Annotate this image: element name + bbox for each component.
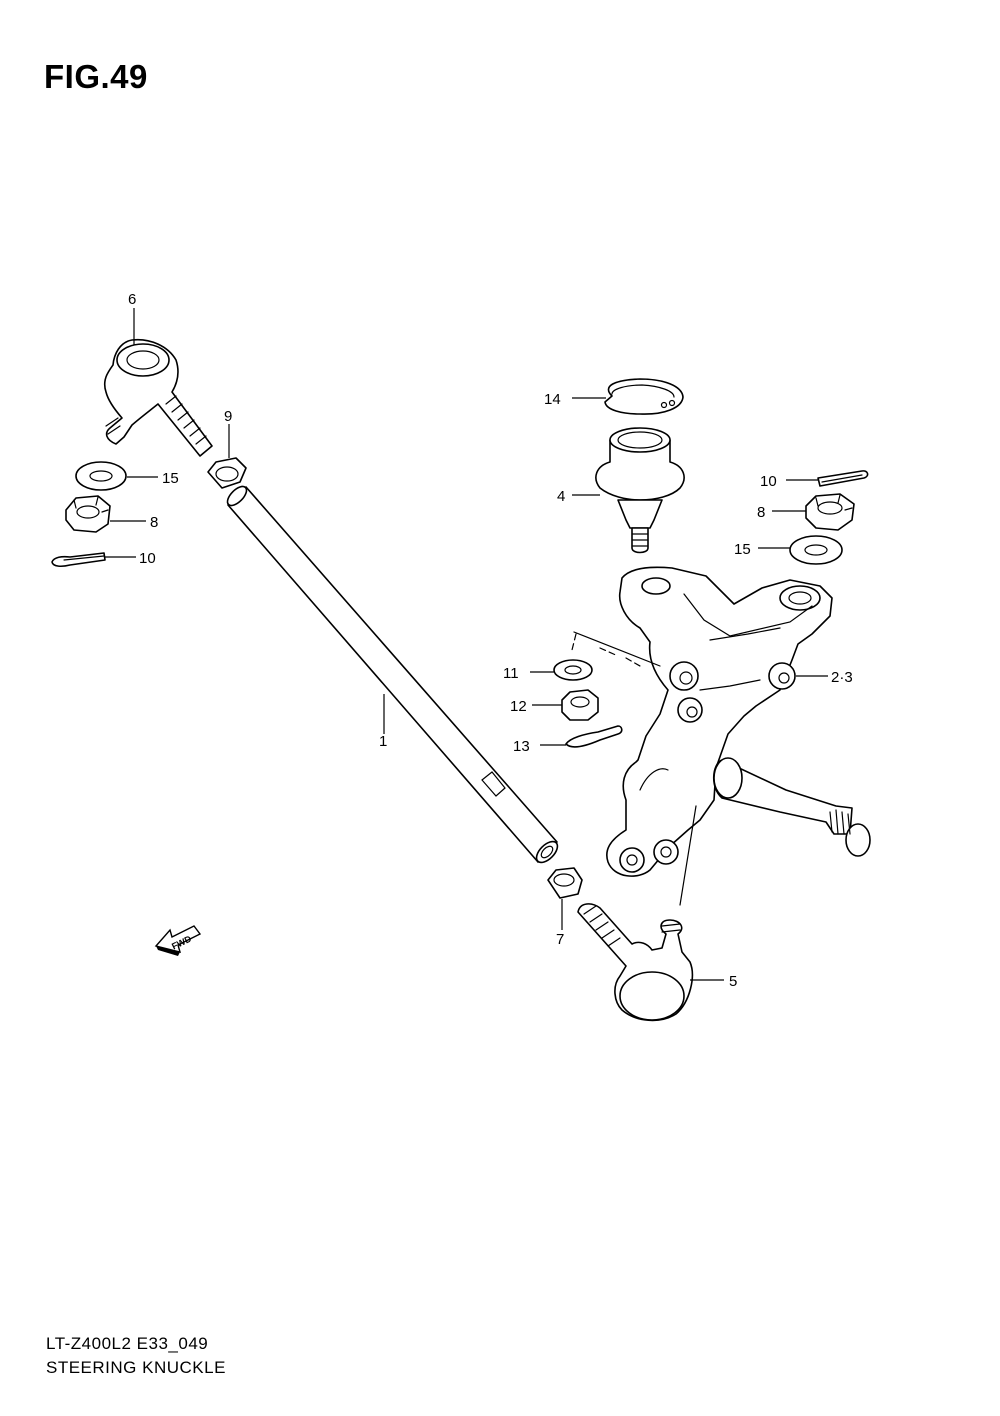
- figure-code: LT-Z400L2 E33_049: [46, 1334, 209, 1353]
- leader-lines: [105, 308, 828, 981]
- figure-name: STEERING KNUCKLE: [46, 1358, 226, 1377]
- washer-small: [553, 659, 593, 681]
- tie-rod: [226, 485, 559, 864]
- callout-5: 5: [729, 973, 737, 990]
- callout-12: 12: [510, 698, 527, 715]
- callout-9: 9: [224, 408, 232, 425]
- castle-nut-left: [65, 495, 111, 533]
- circlip: [604, 378, 684, 415]
- steering-knuckle: [571, 566, 871, 877]
- nut-lower: [547, 867, 583, 899]
- callout-10-left: 10: [139, 550, 156, 567]
- callout-15-left: 15: [162, 470, 179, 487]
- callout-2-3: 2·3: [831, 669, 853, 686]
- callout-8-right: 8: [757, 504, 765, 521]
- ball-joint: [595, 427, 685, 554]
- callout-8-left: 8: [150, 514, 158, 531]
- callout-11: 11: [503, 665, 519, 682]
- nut-upper: [207, 457, 247, 489]
- washer-left: [75, 461, 127, 491]
- callout-6: 6: [128, 291, 136, 308]
- tie-rod-end-left: [103, 338, 213, 457]
- callouts: 6 9 15 8 10 1 14 4 10 8 15 11 12 13 2·3 …: [128, 291, 853, 990]
- callout-15-right: 15: [734, 541, 751, 558]
- callout-1: 1: [379, 733, 387, 750]
- callout-14: 14: [544, 391, 561, 408]
- fwd-arrow-icon: FWD: [154, 925, 202, 956]
- figure-title: FIG.49: [44, 58, 148, 95]
- callout-4: 4: [557, 488, 565, 505]
- cotter-pin-right: [817, 470, 869, 487]
- callout-13: 13: [513, 738, 530, 755]
- callout-7: 7: [556, 931, 564, 948]
- cotter-pin-left: [51, 552, 106, 568]
- cotter-pin-small: [565, 725, 623, 748]
- castle-nut-small: [561, 689, 599, 721]
- callout-10-right: 10: [760, 473, 777, 490]
- washer-right: [789, 535, 843, 565]
- castle-nut-right: [805, 493, 855, 531]
- tie-rod-end-right: [577, 805, 697, 1022]
